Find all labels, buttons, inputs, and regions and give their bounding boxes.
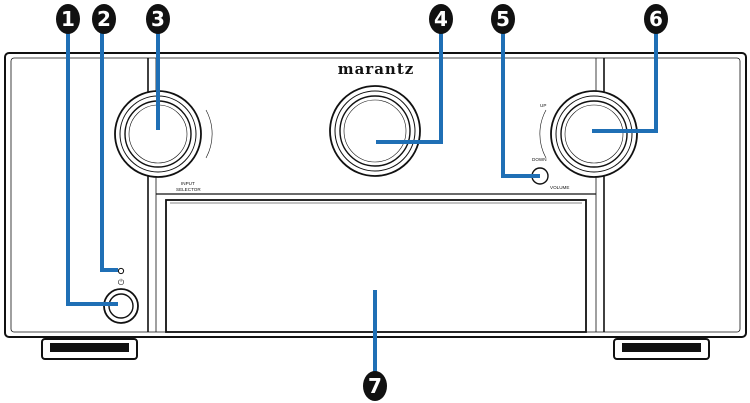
center-knob[interactable] bbox=[329, 85, 421, 177]
callout-badge-5: 5 bbox=[491, 4, 515, 34]
power-symbol-icon: ⏻ bbox=[118, 278, 125, 287]
right-foot bbox=[613, 338, 710, 360]
left-foot bbox=[41, 338, 138, 360]
callout-badge-4: 4 bbox=[429, 4, 453, 34]
svg-text:6: 6 bbox=[649, 7, 663, 31]
input-selector-label-line1: INPUT bbox=[181, 181, 195, 186]
volume-label: VOLUME bbox=[550, 185, 569, 190]
svg-text:2: 2 bbox=[97, 7, 111, 31]
callout-badge-3: 3 bbox=[146, 4, 170, 34]
volume-knob[interactable] bbox=[539, 90, 638, 178]
brand-logo: marantz bbox=[338, 60, 415, 78]
volume-down-label: DOWN bbox=[532, 157, 547, 162]
callout-line-5 bbox=[501, 33, 540, 178]
svg-text:3: 3 bbox=[151, 7, 165, 31]
volume-up-label: UP bbox=[540, 103, 546, 108]
callout-badge-7: 7 bbox=[363, 371, 387, 401]
input-selector-knob[interactable] bbox=[114, 90, 213, 178]
power-indicator bbox=[117, 267, 125, 275]
svg-text:1: 1 bbox=[61, 7, 75, 31]
svg-text:5: 5 bbox=[496, 7, 510, 31]
callout-line-1 bbox=[66, 33, 118, 306]
callout-line-2 bbox=[100, 33, 118, 272]
input-selector-label-line2: SELECTOR bbox=[176, 187, 201, 192]
callout-badge-1: 1 bbox=[56, 4, 80, 34]
callout-line-6 bbox=[592, 33, 658, 133]
callout-badge-2: 2 bbox=[92, 4, 116, 34]
callout-line-4 bbox=[376, 33, 443, 144]
callout-badge-6: 6 bbox=[644, 4, 668, 34]
svg-text:7: 7 bbox=[368, 374, 382, 398]
svg-text:4: 4 bbox=[434, 7, 448, 31]
